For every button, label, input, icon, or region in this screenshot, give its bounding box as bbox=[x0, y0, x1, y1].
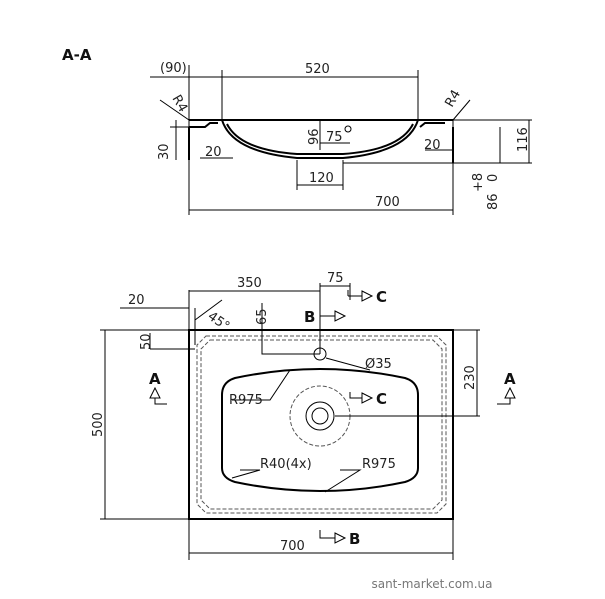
dim-230: 230 bbox=[463, 365, 478, 390]
marker-a-left: A bbox=[149, 370, 161, 388]
plan-view: 350 75 20 45° 65 50 500 230 Ø35 R975 R40… bbox=[91, 271, 516, 560]
inner-rim-dashed bbox=[196, 335, 447, 514]
dim-500: 500 bbox=[91, 412, 106, 437]
basin-outline bbox=[221, 368, 419, 492]
basin-section-outline bbox=[188, 119, 454, 163]
dim-116: 116 bbox=[516, 127, 531, 152]
r975-top: R975 bbox=[229, 393, 263, 408]
marker-b-top: B bbox=[304, 308, 315, 326]
dim-86: 86 bbox=[486, 193, 501, 210]
r4-left: R4 bbox=[169, 93, 191, 115]
dim-700-plan: 700 bbox=[280, 539, 305, 554]
dim-120: 120 bbox=[309, 171, 334, 186]
overflow-hole bbox=[344, 125, 352, 133]
dim-75: 75 bbox=[326, 130, 343, 145]
marker-c-mid: C bbox=[376, 390, 387, 408]
dim-520: 520 bbox=[305, 62, 330, 77]
section-dimension-lines bbox=[150, 65, 532, 215]
section-view: (90) 520 R4 R4 30 20 96 75 20 116 120 +8… bbox=[150, 61, 532, 215]
dim-90: (90) bbox=[160, 61, 187, 76]
marker-b-bottom: B bbox=[349, 530, 360, 548]
plan-dimension-lines bbox=[100, 283, 480, 560]
dim-350: 350 bbox=[237, 276, 262, 291]
inner-rim-dashed-2 bbox=[200, 339, 443, 510]
dim-20-right: 20 bbox=[424, 138, 441, 153]
tolerance-plus: +8 bbox=[471, 173, 486, 192]
r4-right: R4 bbox=[442, 88, 464, 110]
marker-a-right: A bbox=[504, 370, 516, 388]
drain-hole bbox=[311, 407, 329, 425]
dia-35: Ø35 bbox=[365, 357, 392, 372]
dim-75-plan: 75 bbox=[327, 271, 344, 286]
dim-20-left: 20 bbox=[205, 145, 222, 160]
dim-20-plan: 20 bbox=[128, 293, 145, 308]
r975-bottom: R975 bbox=[362, 457, 396, 472]
dim-65: 65 bbox=[255, 308, 270, 325]
tolerance-zero: 0 bbox=[486, 174, 501, 182]
drain-ring bbox=[305, 401, 335, 431]
marker-c-top: C bbox=[376, 288, 387, 306]
dim-96: 96 bbox=[307, 128, 322, 145]
r40-4x: R40(4x) bbox=[260, 457, 312, 472]
dim-30: 30 bbox=[157, 143, 172, 160]
dim-700: 700 bbox=[375, 195, 400, 210]
watermark: sant-market.com.ua bbox=[371, 577, 492, 591]
section-title: A-A bbox=[62, 46, 92, 64]
section-marker-arrows bbox=[149, 290, 516, 544]
dim-50: 50 bbox=[139, 333, 154, 350]
